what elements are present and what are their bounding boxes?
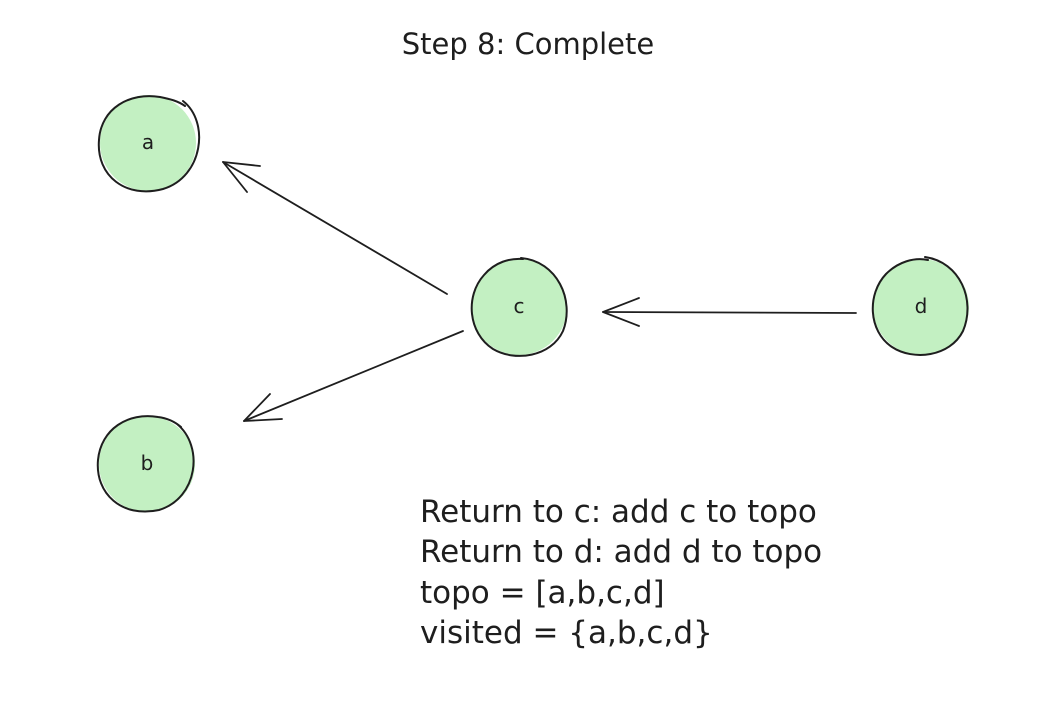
node-d-label: d [915, 294, 928, 318]
note-line-1: Return to c: add c to topo [420, 494, 817, 530]
edge-d-to-c [602, 297, 857, 327]
note-line-2: Return to d: add d to topo [420, 534, 822, 570]
note-line-4: visited = {a,b,c,d} [420, 615, 713, 651]
notes-block: Return to c: add c to topo Return to d: … [420, 494, 822, 651]
node-a[interactable]: a [97, 95, 201, 193]
node-d[interactable]: d [871, 256, 969, 356]
node-a-label: a [142, 130, 154, 154]
node-b-label: b [141, 451, 154, 475]
note-line-3: topo = [a,b,c,d] [420, 575, 665, 611]
node-c[interactable]: c [470, 257, 568, 357]
edge-c-to-b [243, 330, 464, 422]
node-b[interactable]: b [96, 415, 195, 513]
node-c-label: c [514, 294, 525, 318]
edge-c-to-a [222, 161, 448, 295]
diagram-title: Step 8: Complete [402, 27, 654, 61]
